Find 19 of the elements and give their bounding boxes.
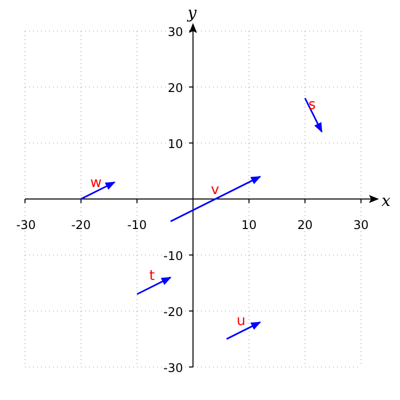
tick-label: 30: [353, 218, 369, 232]
tick-label: -20: [163, 305, 183, 319]
axis-label: x: [381, 191, 391, 210]
tick-label: 10: [168, 137, 183, 151]
tick-label: 10: [241, 218, 257, 232]
tick-label: -30: [163, 361, 183, 375]
tick-label: -20: [71, 218, 91, 232]
tick-label: -30: [16, 218, 36, 232]
vector-label: w: [90, 175, 102, 191]
tick-label: 20: [297, 218, 313, 232]
vector-label: v: [210, 182, 220, 198]
vector-label: u: [236, 313, 246, 329]
vector-label: s: [308, 97, 316, 113]
tick-label: -10: [127, 218, 147, 232]
vector-label: t: [149, 268, 155, 284]
tick-label: -10: [163, 249, 183, 263]
tick-label: 20: [168, 81, 183, 95]
tick-label: 30: [168, 25, 183, 39]
axis-label: y: [187, 3, 197, 22]
